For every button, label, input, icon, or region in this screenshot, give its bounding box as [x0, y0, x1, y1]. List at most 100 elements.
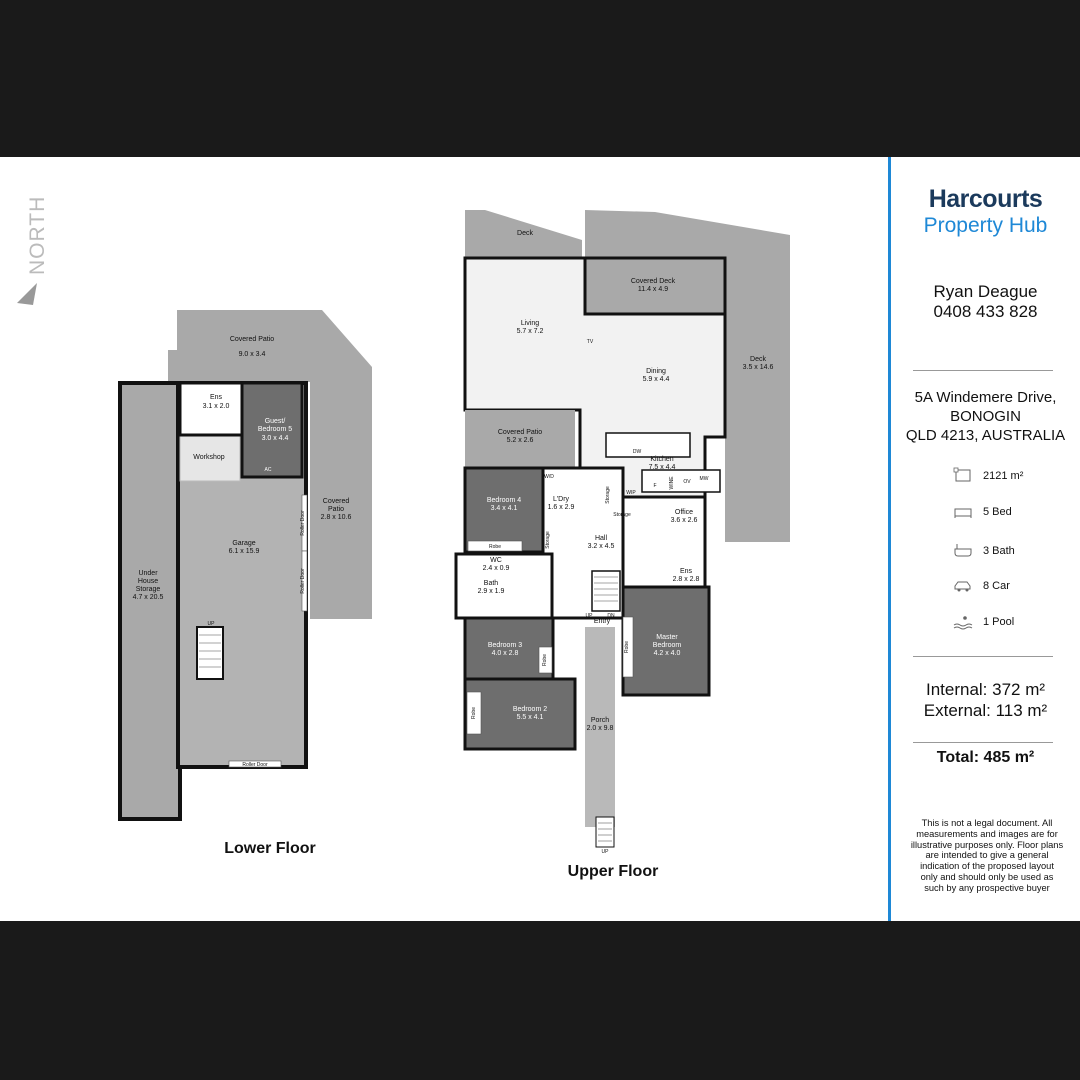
agent-phone: 0408 433 828 [933, 302, 1038, 321]
lower-room-5-name3: Storage [136, 586, 161, 593]
lower-room-4-dims: 6.1 x 15.9 [229, 548, 260, 555]
upper-room-2-dims: 5.7 x 7.2 [517, 328, 544, 335]
robe-label-3: Robe [471, 707, 477, 719]
upper-floor-title: Upper Floor [568, 863, 659, 880]
upper-room-7-name: Bedroom 4 [487, 497, 521, 504]
divider-rule [913, 656, 1053, 657]
mw-label: MW [700, 476, 709, 482]
address-line-3: QLD 4213, AUSTRALIA [905, 427, 1066, 444]
f-label: F [653, 483, 656, 489]
upper-room-5-dims: 5.2 x 2.6 [507, 437, 534, 444]
lower-room-6-name: Covered [323, 498, 350, 505]
upper-room-12-dims: 2.8 x 2.8 [673, 576, 700, 583]
external-area: External: 113 m² [923, 701, 1048, 720]
info-panel: Harcourts Property Hub Ryan Deague 0408 … [891, 157, 1080, 921]
feature-car: 8 Car [983, 580, 1010, 592]
lower-room-3-name: Workshop [193, 454, 224, 461]
disclaimer-line: indication of the proposed layout [920, 861, 1054, 872]
bath-icon [954, 544, 972, 557]
upper-room-4-name: Deck [750, 356, 766, 363]
disclaimer-line: illustrative purposes only. Floor plans [910, 839, 1064, 850]
robe-label-2: Robe [542, 654, 548, 666]
land-size-icon [953, 467, 971, 482]
storage-label-1: Storage [545, 531, 551, 549]
wip-label: WIP [626, 490, 636, 496]
total-area: Total: 485 m² [936, 749, 1035, 766]
lower-room-6-name2: Patio [328, 506, 344, 513]
upper-room-6-dims: 7.5 x 4.4 [649, 464, 676, 471]
upper-room-4-dims: 3.5 x 14.6 [743, 364, 774, 371]
lower-room-2-name: Guest/ [265, 418, 286, 425]
disclaimer-line: such by any prospective buyer [924, 882, 1050, 893]
storage-label-3: Storage [613, 512, 631, 518]
upper-room-16-name: Bedroom 3 [488, 642, 522, 649]
address-block: 5A Windemere Drive, BONOGIN QLD 4213, AU… [891, 388, 1080, 445]
disclaimer-line: only and should only be used as [920, 871, 1054, 882]
feature-pool: 1 Pool [983, 616, 1015, 628]
lower-room-4-name: Garage [232, 540, 255, 547]
brand-subname: Property Hub [923, 214, 1048, 237]
lower-room-5-name2: House [138, 578, 158, 585]
ov-label: OV [683, 479, 691, 485]
lower-room-5-name: Under [138, 570, 158, 577]
divider-rule [913, 370, 1053, 371]
upper-room-5-name: Covered Patio [498, 429, 542, 436]
address-line-2: BONOGIN [950, 408, 1021, 425]
wine-label: WINE [669, 476, 675, 490]
lower-room-1-name: Ens [210, 394, 223, 401]
upper-room-0-name: Deck [517, 230, 533, 237]
upper-room-10-name: Hall [595, 535, 608, 542]
north-label: NORTH [26, 196, 49, 275]
upper-room-10-dims: 3.2 x 4.5 [588, 543, 615, 550]
upper-room-12-name: Ens [680, 568, 693, 575]
ac-label: AC [265, 467, 272, 473]
robe-label-1: Robe [489, 544, 501, 550]
upper-room-8-dims: 1.6 x 2.9 [548, 504, 575, 511]
feature-land: 2121 m² [983, 470, 1024, 482]
panel-divider [888, 157, 891, 921]
brand-name: Harcourts [928, 185, 1043, 213]
lower-room-2-dims: 3.0 x 4.4 [262, 435, 289, 442]
storage-label-2: Storage [605, 486, 611, 504]
upper-floor-plan: Deck Covered Deck 11.4 x 4.9 Living 5.7 … [454, 210, 790, 880]
lower-up-label: UP [208, 621, 216, 627]
up-label-2: UP [602, 849, 610, 855]
bed-icon [954, 508, 972, 518]
up-label-1: UP [586, 613, 594, 619]
lower-room-0-name: Covered Patio [230, 336, 274, 343]
upper-room-15-name: Master [656, 634, 678, 641]
upper-room-18-dims: 2.0 x 9.8 [587, 725, 614, 732]
upper-room-3-dims: 5.9 x 4.4 [643, 376, 670, 383]
roller-door-label-2: Roller Door [300, 568, 306, 594]
upper-room-7-dims: 3.4 x 4.1 [491, 505, 518, 512]
lower-floor-title: Lower Floor [224, 840, 316, 857]
disclaimer: This is not a legal document. All measur… [909, 818, 1065, 894]
upper-room-1-name: Covered Deck [631, 278, 676, 285]
upper-room-11-name: WC [490, 557, 502, 564]
upper-room-9-name: Office [675, 509, 693, 516]
lower-floor-plan: Covered Patio 9.0 x 3.4 Ens 3.1 x 2.0 Gu… [118, 310, 372, 857]
dn-label: DN [607, 613, 615, 619]
upper-room-15-dims: 4.2 x 4.0 [654, 650, 681, 657]
feature-bed: 5 Bed [983, 506, 1012, 518]
north-arrow-icon [17, 283, 37, 305]
upper-room-13-dims: 2.9 x 1.9 [478, 588, 505, 595]
north-compass: NORTH [17, 196, 49, 305]
lower-room-2-name2: Bedroom 5 [258, 426, 292, 433]
internal-area: Internal: 372 m² [925, 680, 1046, 699]
upper-room-14-name: Entry [594, 618, 611, 625]
disclaimer-line: measurements and images are for [916, 828, 1058, 839]
upper-room-13-name: Bath [484, 580, 499, 587]
upper-room-1-dims: 11.4 x 4.9 [638, 286, 668, 293]
roller-door-label-3: Roller Door [242, 762, 268, 768]
upper-room-17-dims: 5.5 x 4.1 [517, 714, 544, 721]
divider-rule [913, 742, 1053, 743]
lower-room-0-dims: 9.0 x 3.4 [239, 351, 266, 358]
feature-bath: 3 Bath [983, 545, 1015, 557]
upper-room-11-dims: 2.4 x 0.9 [483, 565, 510, 572]
address-line-1: 5A Windemere Drive, [914, 389, 1057, 406]
upper-room-2-name: Living [521, 320, 539, 327]
upper-room-8-name: L'Dry [553, 496, 570, 503]
upper-room-16-dims: 4.0 x 2.8 [492, 650, 519, 657]
pool-icon [953, 616, 973, 630]
